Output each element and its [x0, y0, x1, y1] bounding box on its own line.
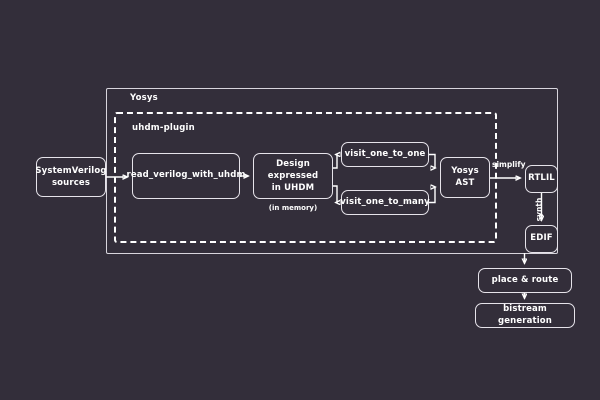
- node-bistream-generation[interactable]: bistream generation: [475, 303, 575, 328]
- node-design-expressed-uhdm-caption: (in memory): [268, 204, 318, 212]
- node-visit-one-to-one[interactable]: visit_one_to_one: [341, 142, 429, 167]
- node-visit-one-to-many-label: visit_one_to_many: [340, 196, 430, 207]
- node-systemverilog-sources[interactable]: SystemVerilog sources: [35, 157, 106, 197]
- node-design-line2: in UHDM: [271, 183, 315, 194]
- node-rtlil[interactable]: RTLIL: [525, 165, 558, 193]
- node-read-verilog-with-uhdm-label: read_verilog_with_uhdm: [126, 170, 246, 181]
- group-uhdm-plugin-label: uhdm-plugin: [132, 123, 195, 133]
- node-yosys-ast-label: Yosys AST: [451, 166, 479, 188]
- node-sv-line2: sources: [51, 178, 91, 188]
- node-rtlil-label: RTLIL: [528, 173, 555, 184]
- node-design-line1: Design expressed: [267, 158, 319, 181]
- node-design-expressed-uhdm[interactable]: Design expressed in UHDM: [253, 153, 333, 199]
- node-visit-one-to-many[interactable]: visit_one_to_many: [340, 190, 430, 215]
- edge-label-synth: synth: [534, 197, 544, 222]
- node-yosys-ast[interactable]: Yosys AST: [440, 157, 490, 198]
- group-yosys-label: Yosys: [130, 93, 158, 103]
- node-sv-line1: SystemVerilog: [35, 165, 107, 176]
- node-edif-label: EDIF: [530, 233, 553, 244]
- node-design-expressed-uhdm-label: Design expressed in UHDM: [258, 158, 328, 195]
- node-place-and-route[interactable]: place & route: [478, 268, 572, 293]
- node-read-verilog-with-uhdm[interactable]: read_verilog_with_uhdm: [127, 153, 245, 199]
- edge-label-simplify: simplify: [492, 160, 526, 169]
- node-visit-one-to-one-label: visit_one_to_one: [344, 148, 426, 159]
- node-place-and-route-label: place & route: [491, 274, 559, 285]
- node-bistream-generation-label: bistream generation: [498, 304, 552, 326]
- node-edif[interactable]: EDIF: [525, 225, 558, 253]
- node-systemverilog-sources-label: SystemVerilog sources: [35, 165, 106, 190]
